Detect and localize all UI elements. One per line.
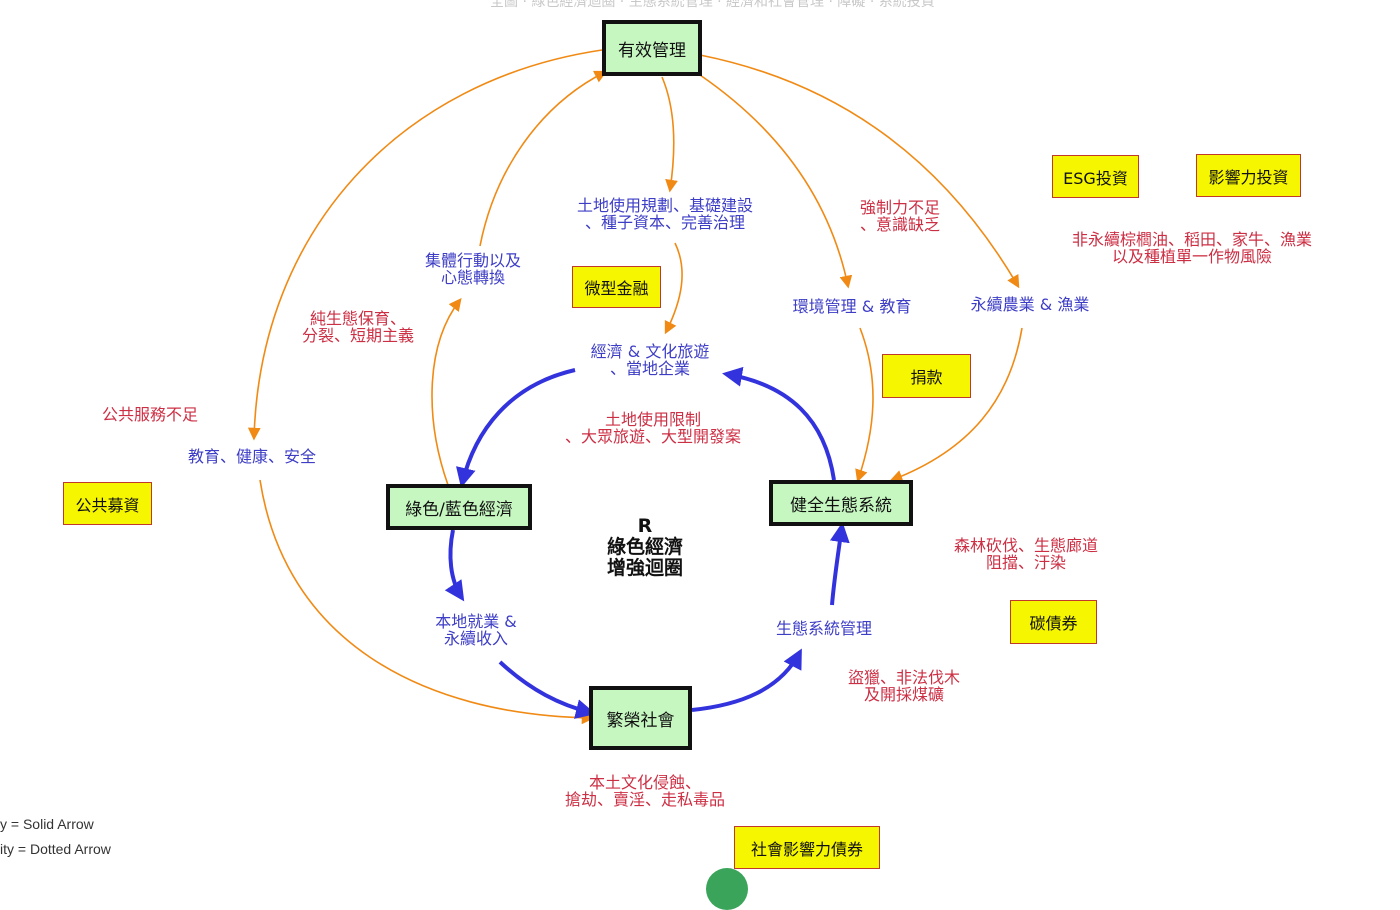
label-public-services: 公共服務不足: [101, 405, 198, 424]
label-poaching: 盜獵、非法伐木 及開採煤礦: [834, 669, 974, 703]
node-prosperous-society[interactable]: 繁榮社會: [589, 686, 692, 750]
node-effective-management[interactable]: 有效管理: [602, 20, 702, 76]
label-enforcement-line2: 、意識缺乏: [859, 215, 940, 234]
label-deforestation: 森林砍伐、生態廊道 阻擋、汙染: [936, 537, 1116, 571]
tag-donation[interactable]: 捐款: [882, 354, 971, 398]
label-local-jobs: 本地就業 & 永續收入: [416, 613, 536, 647]
loop-title-line2: 增強迴圈: [606, 557, 683, 579]
label-collective-action-line1: 集體行動以及: [424, 251, 521, 270]
arrow-tourism-to-green: [456, 368, 576, 488]
label-nonsustainable-line1: 非永續棕櫚油、稻田、家牛、漁業: [1071, 230, 1312, 249]
label-eco-management: 生態系統管理: [775, 619, 872, 638]
arrow-education-to-prosperous: [259, 479, 595, 725]
label-local-jobs-line1: 本地就業 &: [435, 612, 517, 631]
label-land-limits-line1: 土地使用限制: [604, 410, 701, 429]
label-land-planning-line1: 土地使用規劃、基礎建設: [576, 196, 753, 215]
label-culture-erosion-line1: 本土文化侵蝕、: [588, 773, 701, 792]
arrow-prosperous-to-ecomgmt: [691, 648, 802, 712]
tag-esg-investment[interactable]: ESG投資: [1052, 155, 1139, 198]
label-poaching-line1: 盜獵、非法伐木: [847, 668, 960, 687]
arrow-envmgmt-to-healthy: [855, 327, 874, 483]
label-pure-eco: 純生態保育、 分裂、短期主義: [290, 310, 426, 344]
label-enforcement: 強制力不足 、意識缺乏: [840, 199, 960, 233]
breadcrumb: 全圖 · 綠色經濟迴圈 · 生態系統管理 · 經濟和社會管理 · 障礙 · 系統…: [490, 0, 935, 10]
label-land-planning-line2: 、種子資本、完善治理: [584, 213, 745, 232]
arrow-mgmt-to-sustagri: [699, 54, 1020, 289]
arrow-ecomgmt-to-healthy: [829, 522, 850, 606]
label-culture-erosion: 本土文化侵蝕、 搶劫、賣淫、走私毒品: [545, 774, 745, 808]
tag-social-impact-bond[interactable]: 社會影響力債券: [734, 826, 880, 869]
loop-title-r: R: [637, 515, 653, 537]
label-collective-action-line2: 心態轉換: [440, 268, 505, 287]
arrow-landplanning-to-tourism: [664, 242, 683, 335]
label-tourism-line2: 、當地企業: [609, 359, 690, 378]
label-enforcement-line1: 強制力不足: [859, 198, 940, 217]
label-deforestation-line1: 森林砍伐、生態廊道: [953, 536, 1098, 555]
tag-microfinance[interactable]: 微型金融: [572, 266, 661, 308]
label-sustainable-agri: 永續農業 & 漁業: [970, 295, 1090, 314]
legend-solid-arrow: y = Solid Arrow: [0, 816, 94, 832]
tag-impact-investment[interactable]: 影響力投資: [1196, 154, 1301, 197]
arrow-mgmt-to-landplanning: [661, 76, 678, 193]
node-healthy-ecosystem[interactable]: 健全生態系統: [769, 480, 913, 526]
label-land-planning: 土地使用規劃、基礎建設 、種子資本、完善治理: [560, 197, 770, 231]
legend-dotted-arrow: ity = Dotted Arrow: [0, 841, 111, 857]
label-culture-erosion-line2: 搶劫、賣淫、走私毒品: [564, 790, 725, 809]
tag-carbon-bond[interactable]: 碳債券: [1010, 600, 1097, 644]
arrow-sustagri-to-healthy: [889, 327, 1023, 483]
arrow-collective-to-mgmt: [479, 70, 608, 247]
loop-title: R 綠色經濟 增強迴圈: [580, 516, 710, 579]
label-local-jobs-line2: 永續收入: [443, 629, 508, 648]
causal-loop-diagram: [247, 49, 1023, 725]
label-poaching-line2: 及開採煤礦: [863, 685, 944, 704]
loop-title-line1: 綠色經濟: [606, 536, 683, 558]
label-nonsustainable: 非永續棕櫚油、稻田、家牛、漁業 以及種植單一作物風險: [1040, 231, 1344, 265]
arrow-jobs-to-prosperous: [498, 660, 596, 719]
label-pure-eco-line1: 純生態保育、: [309, 309, 406, 328]
arrow-mgmt-to-envmgmt: [699, 74, 853, 289]
label-tourism: 經濟 & 文化旅遊 、當地企業: [575, 343, 725, 377]
tag-public-funding[interactable]: 公共募資: [63, 482, 152, 525]
label-collective-action: 集體行動以及 心態轉換: [410, 252, 536, 286]
floating-action-button[interactable]: [706, 868, 748, 910]
arrow-healthy-to-tourism: [722, 366, 836, 481]
label-deforestation-line2: 阻擋、汙染: [985, 553, 1066, 572]
label-land-limits-line2: 、大眾旅遊、大型開發案: [564, 427, 741, 446]
label-land-limits: 土地使用限制 、大眾旅遊、大型開發案: [548, 411, 758, 445]
arrow-green-to-collective: [431, 297, 462, 486]
label-tourism-line1: 經濟 & 文化旅遊: [590, 342, 710, 361]
label-education-health: 教育、健康、安全: [187, 447, 316, 466]
node-green-blue-economy[interactable]: 綠色/藍色經濟: [386, 484, 532, 530]
label-env-management: 環境管理 & 教育: [792, 297, 912, 316]
arrow-mgmt-to-education: [247, 49, 603, 441]
label-pure-eco-line2: 分裂、短期主義: [301, 326, 414, 345]
arrow-green-to-jobs: [444, 529, 465, 602]
label-nonsustainable-line2: 以及種植單一作物風險: [1111, 247, 1272, 266]
